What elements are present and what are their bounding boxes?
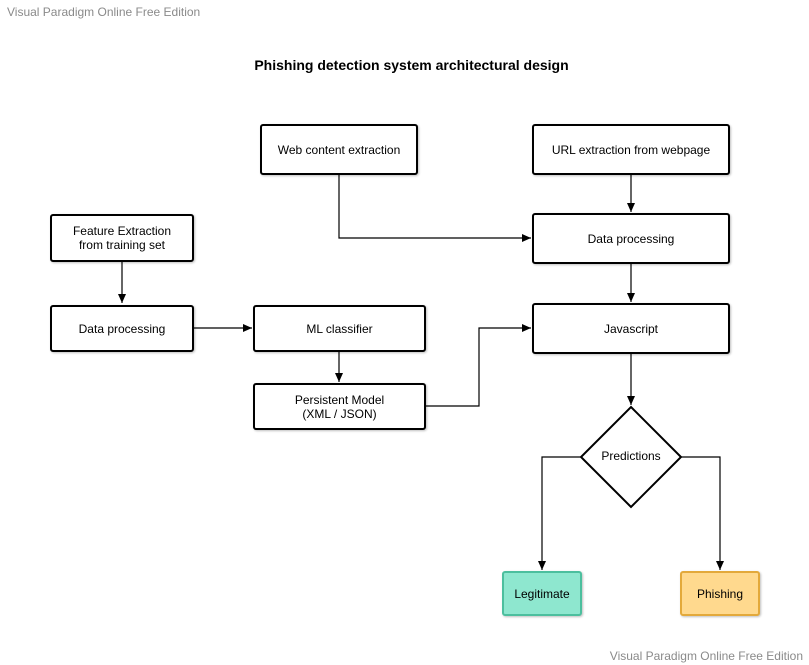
diagram-title: Phishing detection system architectural … bbox=[254, 57, 569, 73]
data-processing-right-box: Data processing bbox=[532, 213, 730, 264]
web-content-extraction-box: Web content extraction bbox=[260, 124, 418, 175]
feature-extraction-box: Feature Extraction from training set bbox=[50, 214, 194, 262]
edge-predictions-to-legitimate bbox=[538, 456, 581, 570]
javascript-box: Javascript bbox=[532, 303, 730, 354]
edge-persistent-to-javascript bbox=[426, 324, 531, 407]
legitimate-box: Legitimate bbox=[502, 571, 582, 616]
predictions-diamond bbox=[579, 405, 683, 509]
edge-predictions-to-phishing bbox=[681, 456, 724, 570]
watermark-top: Visual Paradigm Online Free Edition bbox=[7, 5, 201, 19]
ml-classifier-box: ML classifier bbox=[253, 305, 426, 352]
data-processing-left-box: Data processing bbox=[50, 305, 194, 352]
watermark-bottom: Visual Paradigm Online Free Edition bbox=[609, 649, 803, 663]
url-extraction-box: URL extraction from webpage bbox=[532, 124, 730, 175]
phishing-box: Phishing bbox=[680, 571, 760, 616]
persistent-model-box: Persistent Model (XML / JSON) bbox=[253, 383, 426, 430]
edge-webcontent-to-dataprocessing bbox=[338, 175, 531, 242]
predictions-label: Predictions bbox=[601, 449, 661, 463]
